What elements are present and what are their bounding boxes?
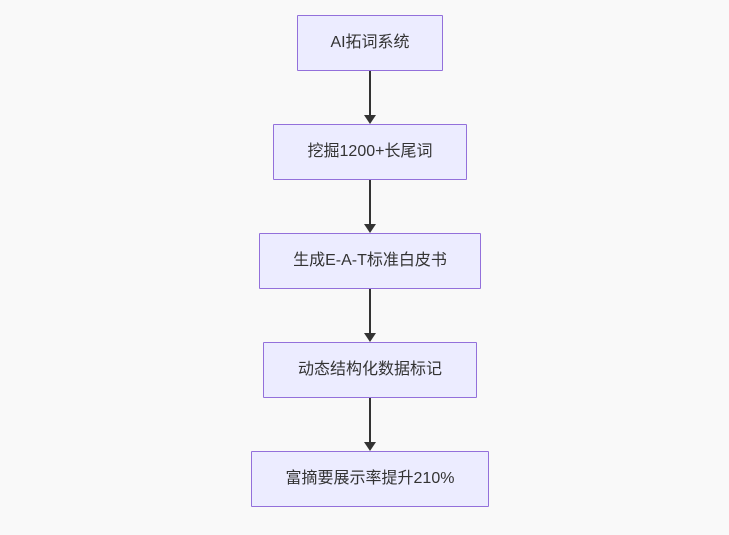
flow-node-rich-snippet-result: 富摘要展示率提升210% [251,451,489,507]
arrowhead-down-icon [364,115,376,124]
flow-node-label: AI拓词系统 [330,34,410,51]
arrowhead-down-icon [364,442,376,451]
flow-node-structured-data-markup: 动态结构化数据标记 [263,342,477,398]
flow-node-longtail-mining: 挖掘1200+长尾词 [273,124,467,180]
flow-arrow [364,289,376,342]
arrow-line [369,180,371,225]
flow-node-label: 富摘要展示率提升210% [285,470,455,487]
flow-node-eat-whitepaper: 生成E-A-T标准白皮书 [259,233,481,289]
arrow-line [369,289,371,334]
flowchart: AI拓词系统 挖掘1200+长尾词 生成E-A-T标准白皮书 动态结构化数据标记 [251,15,489,507]
flow-arrow [364,180,376,233]
arrow-line [369,71,371,116]
flow-node-label: 挖掘1200+长尾词 [307,143,433,160]
flow-arrow [364,398,376,451]
arrow-line [369,398,371,443]
flow-node-label: 生成E-A-T标准白皮书 [293,252,447,269]
flow-arrow [364,71,376,124]
flow-node-ai-word-expansion: AI拓词系统 [297,15,443,71]
flow-node-label: 动态结构化数据标记 [297,361,442,378]
arrowhead-down-icon [364,333,376,342]
arrowhead-down-icon [364,224,376,233]
